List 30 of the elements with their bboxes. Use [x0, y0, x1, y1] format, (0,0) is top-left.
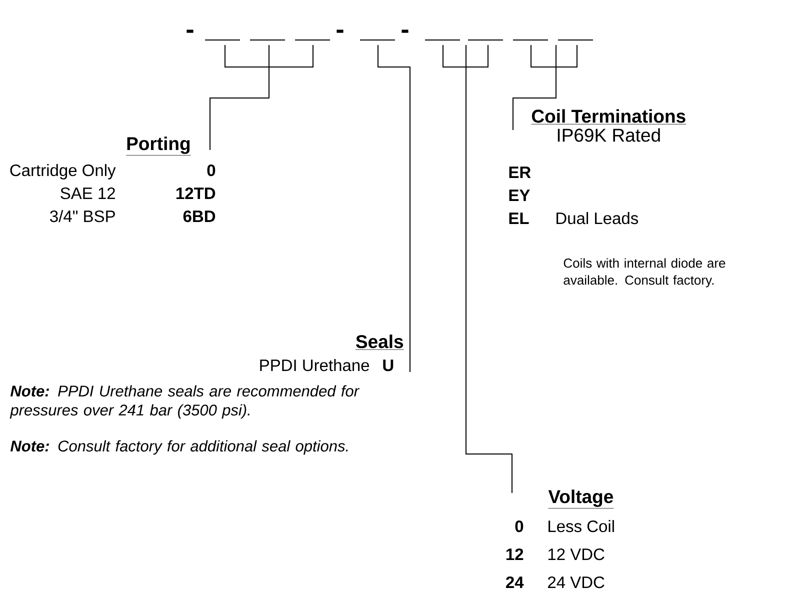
option-label: Dual Leads [556, 212, 638, 224]
option-code: ER [509, 166, 531, 178]
note-text: Note: Consult factory for additional seal options. [10, 440, 348, 455]
option-code: 0 [515, 520, 524, 532]
option-code: EL [509, 212, 529, 224]
option-code: 24 [506, 576, 524, 588]
leader-line [442, 44, 512, 494]
option-label: SAE 12 [60, 187, 115, 200]
heading: Seals [355, 334, 404, 350]
note-text: Note: PPDI Urethane seals are recommended for pressures over 241 bar (3500 psi). [10, 385, 360, 419]
option-label: 24 VDC [548, 576, 604, 588]
note-text: Coils with internal diode are available. Consult factory. [564, 258, 726, 288]
option-code: 0 [207, 164, 216, 176]
heading: Porting [126, 136, 191, 156]
option-label: 12 VDC [548, 548, 604, 560]
option-label: 3/4" BSP [50, 210, 115, 222]
heading: Coil Terminations IP69K Rated [531, 109, 686, 142]
leader-line [378, 44, 410, 372]
leader-line [512, 44, 578, 130]
code-dash: - [336, 30, 344, 33]
leader-line [210, 44, 314, 150]
code-dash: - [402, 30, 408, 33]
heading: Voltage [548, 490, 614, 508]
option-code: 12 [506, 548, 524, 560]
option-label: Cartridge Only [10, 164, 116, 180]
option-code: 6BD [183, 210, 216, 222]
code-dash: - [186, 30, 194, 33]
option-code: EY [509, 190, 530, 201]
option-label: PPDI Urethane [260, 359, 370, 372]
option-code: 12TD [176, 187, 216, 199]
